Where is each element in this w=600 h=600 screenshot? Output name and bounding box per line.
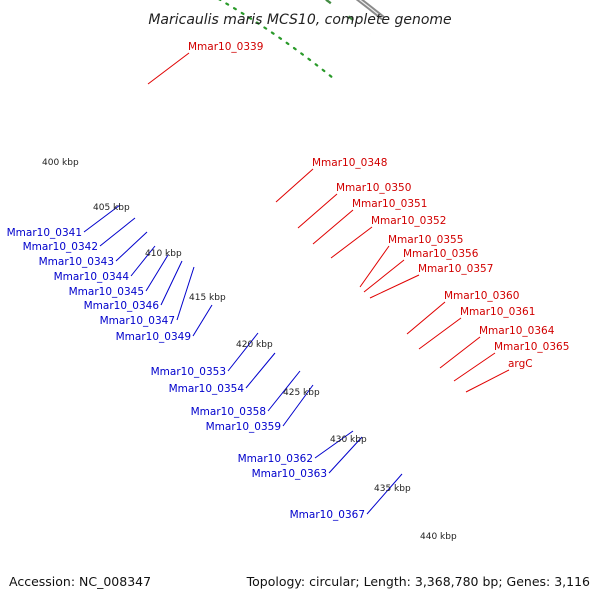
leader-line	[130, 245, 156, 277]
gene-label-reverse: Mmar10_0363	[252, 468, 327, 480]
label-leader-lines	[83, 52, 510, 515]
leader-line	[312, 209, 354, 245]
leader-line	[145, 254, 169, 292]
leader-line	[147, 52, 190, 85]
leader-line	[453, 352, 496, 382]
gene-label-forward: Mmar10_0355	[388, 234, 463, 246]
leader-line	[465, 369, 510, 393]
genome-title: Maricaulis maris MCS10, complete genome	[148, 12, 451, 28]
gene-label-reverse: Mmar10_0349	[116, 331, 191, 343]
kbp-tick-label: 420 kbp	[236, 340, 273, 350]
leader-line	[115, 231, 148, 262]
leader-line	[406, 301, 446, 335]
kbp-tick-label: 435 kbp	[374, 484, 411, 494]
leader-line	[359, 245, 390, 288]
topology-text: Topology: circular; Length: 3,368,780 bp…	[246, 574, 590, 589]
leader-line	[330, 226, 373, 259]
gene-label-forward: Mmar10_0360	[444, 290, 519, 302]
leader-line	[275, 168, 314, 203]
accession-text: Accession: NC_008347	[9, 574, 151, 589]
leader-line	[245, 352, 276, 389]
gene-labels: Mmar10_0339Mmar10_0348Mmar10_0350Mmar10_…	[7, 41, 570, 521]
leader-line	[418, 317, 462, 350]
gene-label-reverse: Mmar10_0345	[69, 286, 144, 298]
gene-label-forward: Mmar10_0361	[460, 306, 535, 318]
gene-label-forward: Mmar10_0364	[479, 325, 555, 337]
kbp-tick-label: 410 kbp	[145, 249, 182, 259]
leader-line	[176, 266, 195, 321]
gene-label-reverse: Mmar10_0343	[39, 256, 114, 268]
leader-line	[363, 259, 405, 293]
kbp-tick-label: 405 kbp	[93, 203, 130, 213]
kbp-tick-label: 415 kbp	[189, 293, 226, 303]
leader-line	[297, 193, 338, 229]
gene-label-reverse: Mmar10_0341	[7, 227, 82, 239]
leader-line	[99, 217, 136, 247]
gene-label-reverse: Mmar10_0353	[151, 366, 226, 378]
leader-line	[192, 304, 213, 337]
kbp-tick-label: 400 kbp	[42, 158, 79, 168]
gene-label-forward: Mmar10_0352	[371, 215, 446, 227]
gene-label-forward: Mmar10_0365	[494, 341, 569, 353]
gene-label-reverse: Mmar10_0362	[238, 453, 313, 465]
gene-label-forward: argC	[508, 358, 533, 370]
gene-label-reverse: Mmar10_0359	[206, 421, 281, 433]
kbp-tick-label: 430 kbp	[330, 435, 367, 445]
gene-label-forward: Mmar10_0350	[336, 182, 411, 194]
gene-label-reverse: Mmar10_0342	[23, 241, 98, 253]
gene-label-reverse: Mmar10_0344	[54, 271, 130, 283]
gene-label-forward: Mmar10_0357	[418, 263, 493, 275]
leader-line	[366, 473, 403, 515]
kbp-tick-label: 425 kbp	[283, 388, 320, 398]
leader-line	[328, 436, 363, 474]
gene-label-forward: Mmar10_0351	[352, 198, 427, 210]
leader-line	[439, 336, 481, 369]
leader-line	[267, 370, 301, 412]
gene-label-reverse: Mmar10_0358	[191, 406, 266, 418]
leader-line	[314, 430, 354, 459]
leader-line	[369, 274, 420, 299]
leader-line	[227, 332, 259, 372]
gene-label-reverse: Mmar10_0354	[169, 383, 245, 395]
gene-label-forward: Mmar10_0348	[312, 157, 387, 169]
leader-line	[282, 384, 314, 427]
gene-label-reverse: Mmar10_0367	[290, 509, 365, 521]
gene-label-forward: Mmar10_0339	[188, 41, 263, 53]
kbp-tick-labels: 400 kbp 405 kbp 410 kbp 415 kbp 420 kbp 425 k…	[42, 158, 457, 542]
gene-label-reverse: Mmar10_0347	[100, 315, 175, 327]
gene-label-reverse: Mmar10_0346	[84, 300, 160, 312]
leader-line	[160, 260, 183, 306]
kbp-tick-label: 440 kbp	[420, 532, 457, 542]
gene-label-forward: Mmar10_0356	[403, 248, 479, 260]
leader-line	[83, 204, 121, 233]
